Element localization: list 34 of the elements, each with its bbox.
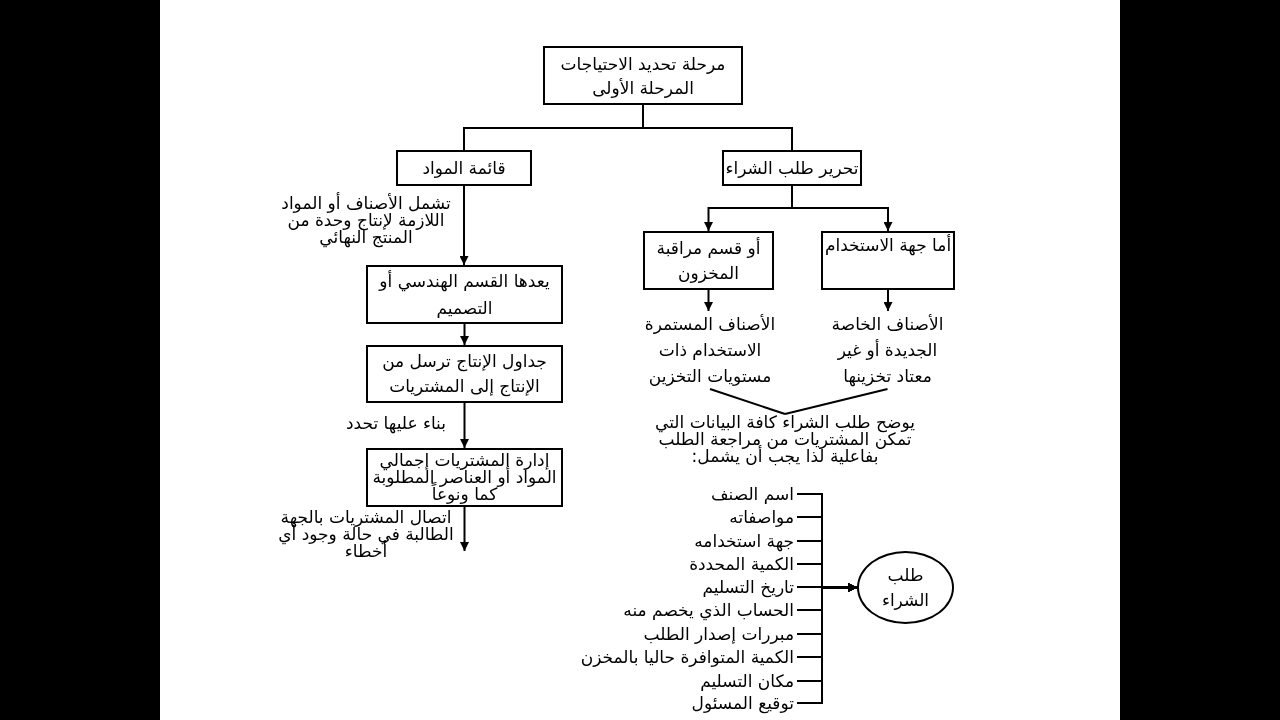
arrow bbox=[883, 289, 893, 312]
arrow bbox=[460, 506, 469, 552]
item-text: الكمية المحددة bbox=[689, 554, 794, 574]
note-text: الأصناف الخاصة الجديدة أو غير معتاد تخزينها bbox=[825, 311, 950, 389]
note-text: يوضح طلب الشراء كافة البيانات التي تمكن المشتريات من مراجعة الطلب بفاعلية لذا يجب أن يشمل: bbox=[654, 414, 916, 465]
item-text: توقيع المسئول bbox=[691, 693, 794, 713]
arrow bbox=[704, 185, 793, 232]
process-box: أما جهة الاستخدام bbox=[821, 231, 955, 290]
item-text: الحساب الذي يخصم منه bbox=[623, 600, 794, 620]
process-box: تحرير طلب الشراء bbox=[722, 150, 862, 186]
item-text: مبررات إصدار الطلب bbox=[643, 624, 794, 644]
connector-line bbox=[709, 388, 786, 415]
item-text: مواصفاته bbox=[729, 507, 794, 527]
edge-label: اتصال المشتريات بالجهة الطالبة في حالة وجود أي أخطاء bbox=[277, 509, 455, 560]
connector-line bbox=[784, 388, 889, 415]
process-box: يعدها القسم الهندسي أو التصميم bbox=[366, 265, 563, 324]
arrow bbox=[704, 289, 713, 312]
item-text: تاريخ التسليم bbox=[702, 577, 794, 597]
arrow bbox=[460, 323, 469, 346]
item-text: اسم الصنف bbox=[710, 484, 794, 504]
item-text: الكمية المتوافرة حاليا بالمخزن bbox=[580, 647, 794, 667]
process-box: جداول الإنتاج ترسل من الإنتاج إلى المشتريات bbox=[366, 345, 563, 403]
process-box bbox=[543, 46, 743, 105]
item-text: جهة استخدامه bbox=[694, 531, 794, 551]
arrow bbox=[459, 185, 469, 266]
heading-text: مرحلة تحديد الاحتياجات bbox=[560, 52, 726, 76]
subheading-text: المرحلة الأولى bbox=[592, 76, 694, 100]
process-box: إدارة المشتريات إجمالي المواد أو العناصر المطلوبة كما ونوعاً bbox=[366, 448, 563, 507]
arrow bbox=[460, 402, 469, 449]
edge-label: بناء عليها تحدد bbox=[345, 414, 447, 432]
process-box: قائمة المواد bbox=[396, 150, 532, 186]
note-text: الأصناف المستمرة الاستخدام ذات مستويات التخزين bbox=[641, 311, 779, 389]
process-box: أو قسم مراقبة المخزون bbox=[643, 231, 774, 290]
item-text: مكان التسليم bbox=[700, 671, 794, 691]
